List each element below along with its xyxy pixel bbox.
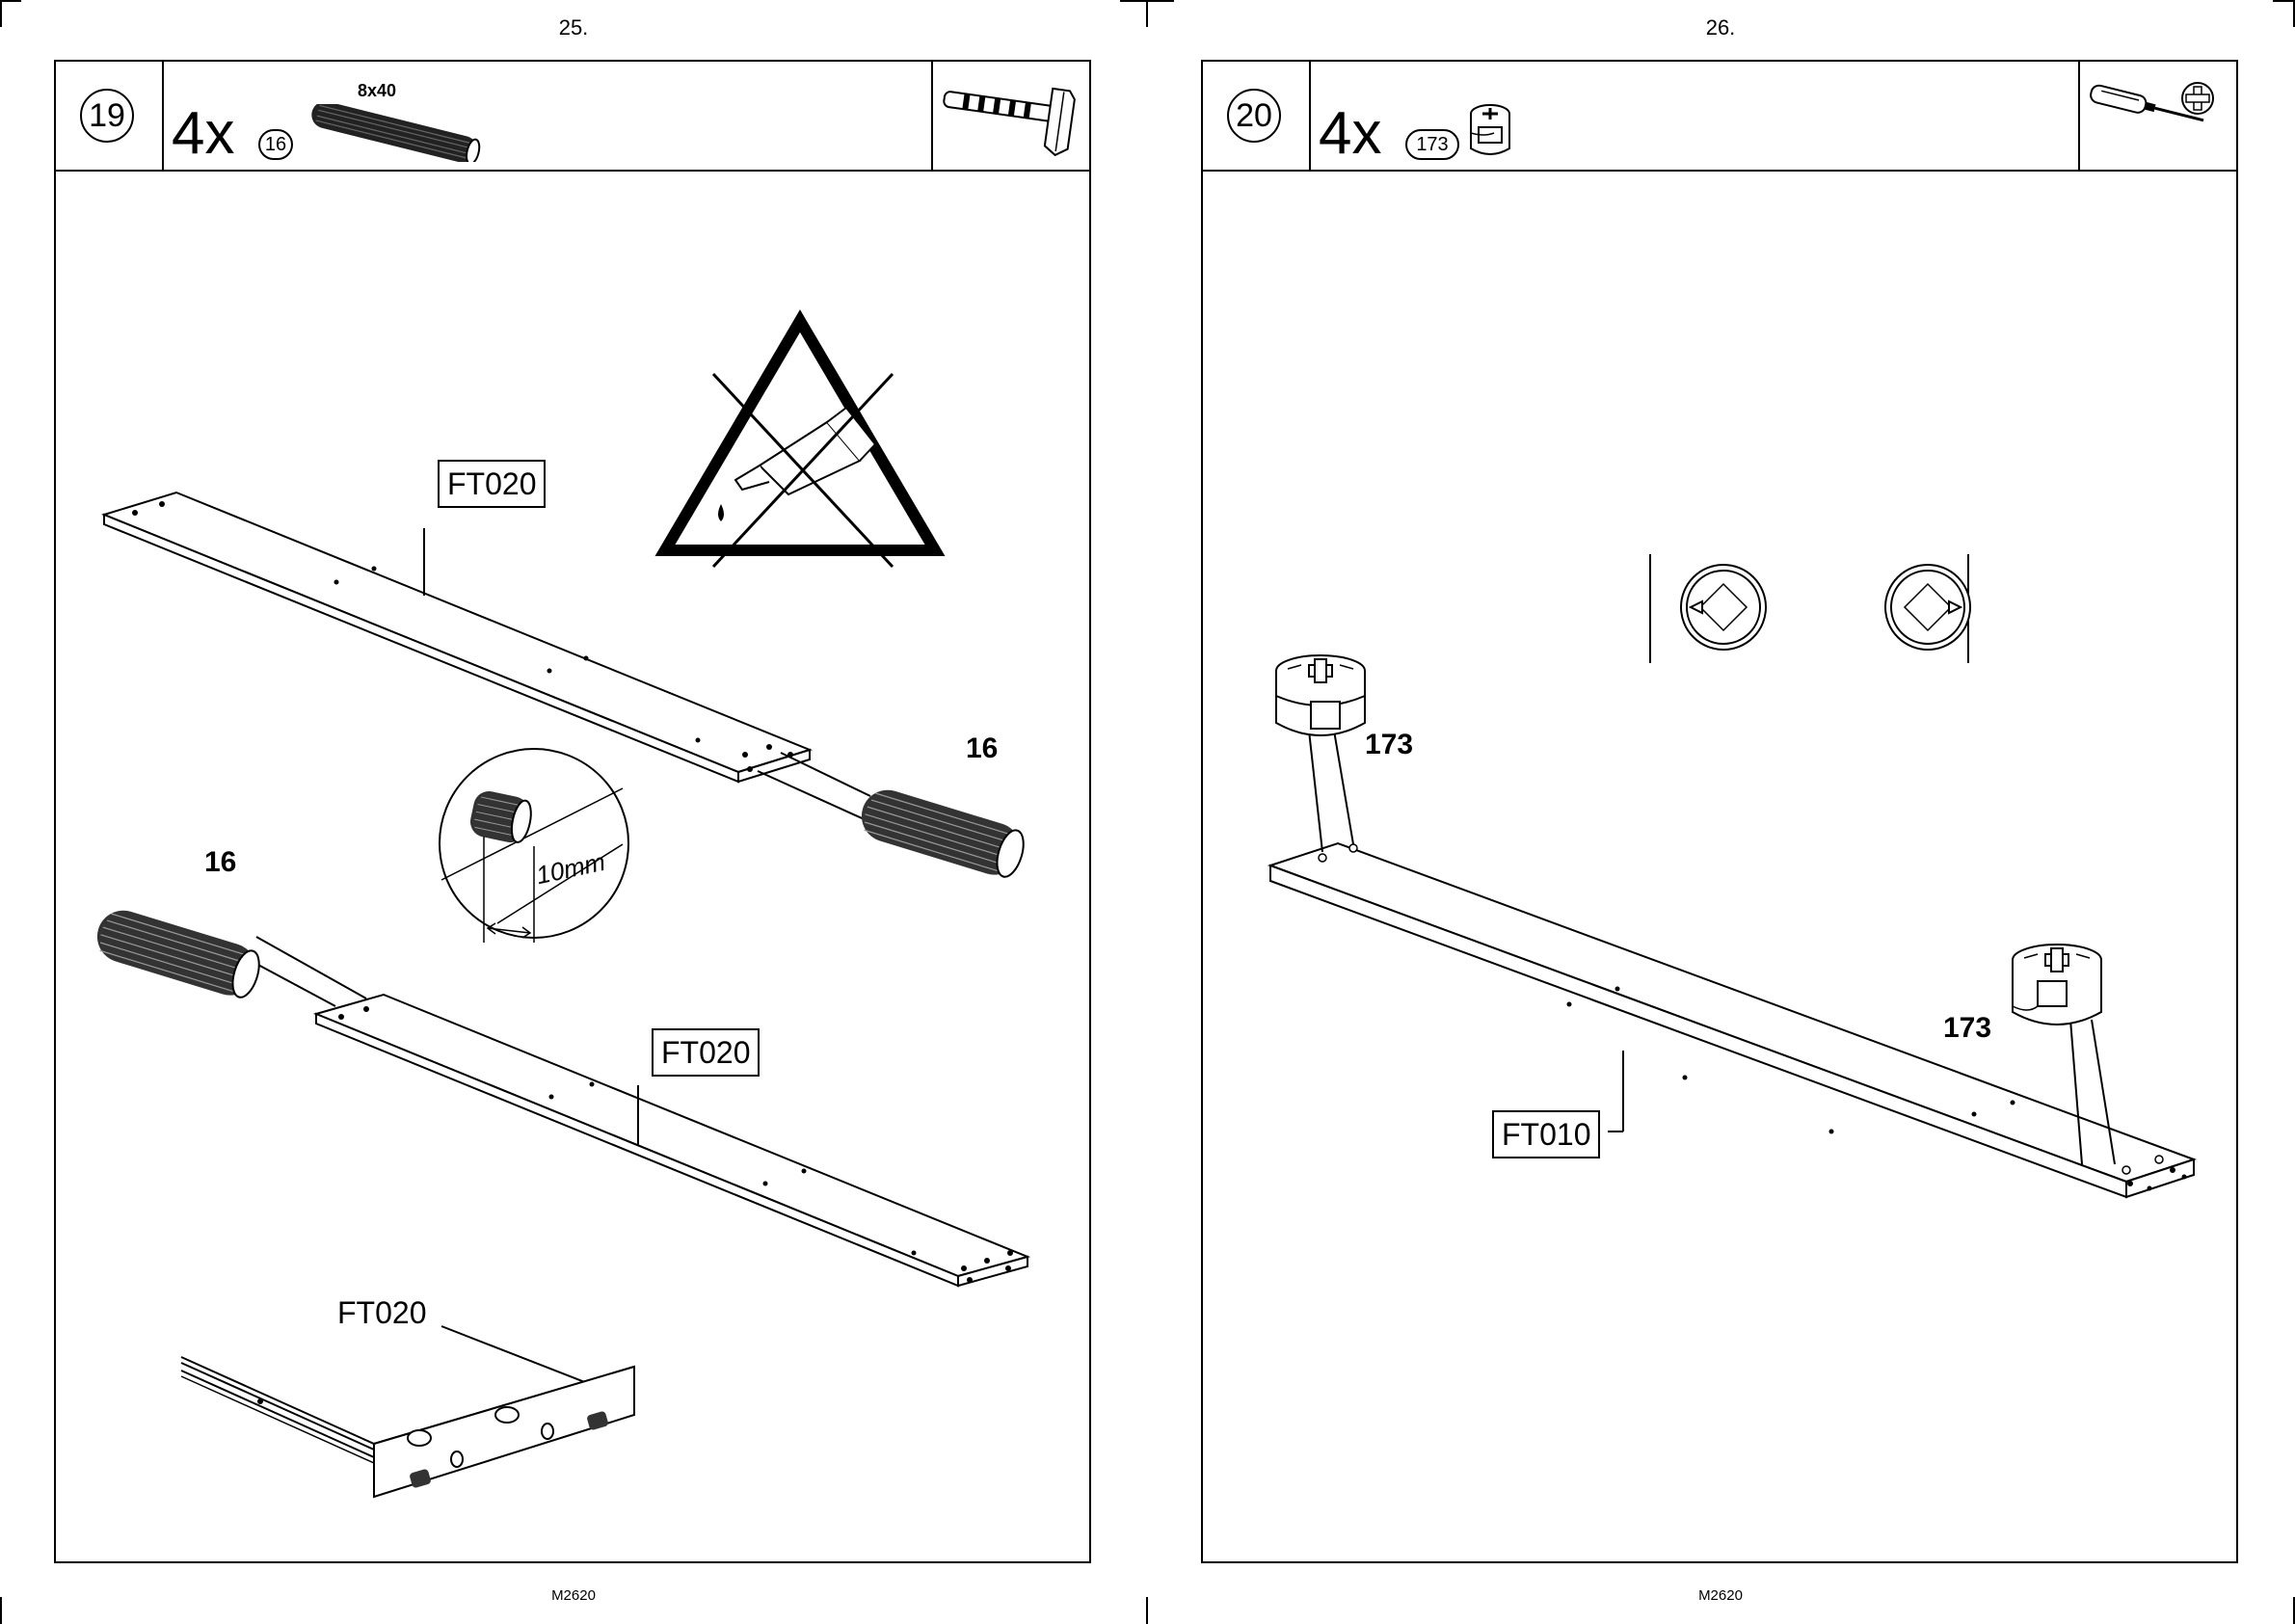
dowel-right (855, 784, 1028, 882)
part-label-ft010: FT010 (1492, 1110, 1600, 1158)
page-footer: M2620 (477, 1587, 670, 1604)
hammer-icon (933, 62, 1087, 168)
cam-lock-right (2013, 945, 2101, 1025)
page-footer: M2620 (1624, 1587, 1817, 1604)
part-quantity: 4x (172, 104, 234, 164)
cam-lock-left (1276, 655, 1365, 735)
no-glue-icon (665, 321, 935, 567)
page-number: 25. (477, 15, 670, 40)
cam-label-right: 173 (1943, 1012, 1991, 1045)
guide-line (781, 753, 870, 796)
wooden-dowel-icon (302, 104, 494, 162)
step-header: 19 4x 16 8x40 (56, 62, 1089, 172)
tool-cell (931, 62, 1089, 170)
guide-line (1334, 731, 1353, 844)
guide-line (256, 964, 335, 1006)
step-header: 20 4x 173 (1203, 62, 2236, 172)
dowel-left (91, 904, 264, 1002)
dowel-label-left: 16 (204, 846, 236, 879)
tool-cell (2078, 62, 2236, 170)
part-label-ft020-bottom: FT020 (652, 1028, 760, 1077)
instruction-page-25: 25. 19 4x 16 8x40 (0, 0, 1147, 1624)
board-hole (257, 1398, 263, 1404)
cam-label-left: 173 (1365, 729, 1413, 761)
part-number-badge: 173 (1405, 129, 1459, 160)
assembly-illustration (1203, 172, 2236, 1561)
cam-lock-icon (1465, 100, 1519, 162)
phillips-screwdriver-icon (2080, 62, 2234, 168)
depth-detail (440, 749, 628, 943)
dowel-label-right: 16 (966, 732, 998, 765)
step-frame: 20 4x 173 (1201, 60, 2238, 1563)
step-number-cell: 20 (1203, 62, 1311, 170)
part-number-badge: 16 (258, 129, 293, 160)
cam-orientation-detail (1650, 554, 1970, 663)
step-number: 19 (80, 89, 134, 143)
step-frame: 19 4x 16 8x40 (54, 60, 1091, 1563)
step-number-cell: 19 (56, 62, 164, 170)
guide-line (256, 937, 366, 998)
part-label-ft020-top: FT020 (438, 460, 546, 508)
page-number: 26. (1624, 15, 1817, 40)
part-size-label: 8x40 (358, 81, 396, 101)
board-top (104, 493, 810, 782)
step-number: 20 (1227, 89, 1281, 143)
board-end-detail (181, 1326, 634, 1497)
guide-line (1309, 731, 1322, 852)
guide-line (758, 771, 870, 822)
instruction-page-26: 26. 20 4x 173 (1147, 0, 2294, 1624)
part-quantity: 4x (1319, 104, 1381, 164)
part-label-ft020-detail: FT020 (337, 1295, 426, 1331)
